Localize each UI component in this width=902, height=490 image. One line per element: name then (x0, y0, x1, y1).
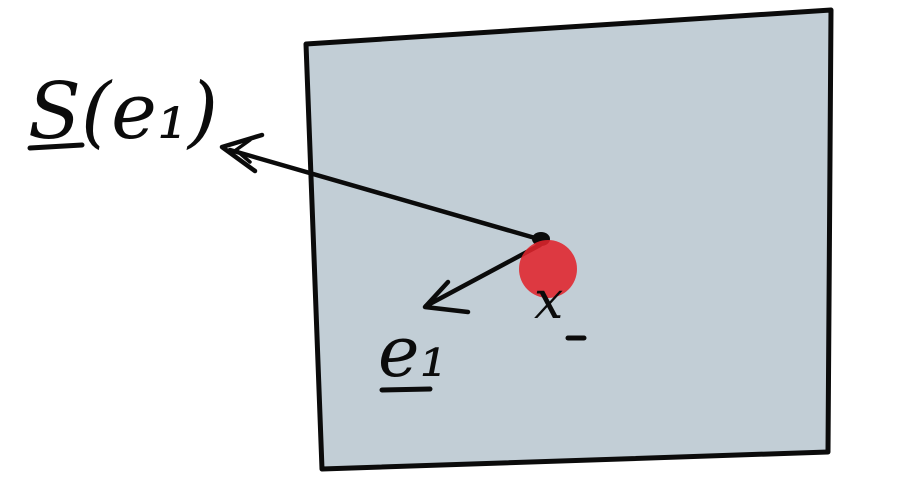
normal-label-text: e₁ (378, 311, 448, 393)
normal-vector-arrow (422, 242, 543, 315)
body-region (303, 7, 834, 472)
point-label-text: x (534, 271, 563, 331)
traction-underline (27, 142, 85, 151)
traction-label: S(e₁) (27, 67, 218, 157)
point-label: x (534, 271, 587, 341)
normal-underline (379, 386, 433, 393)
traction-vector-arrow (219, 132, 545, 243)
point-marker (519, 240, 577, 298)
traction-label-text: S(e₁) (28, 67, 218, 157)
normal-label: e₁ (378, 311, 448, 393)
